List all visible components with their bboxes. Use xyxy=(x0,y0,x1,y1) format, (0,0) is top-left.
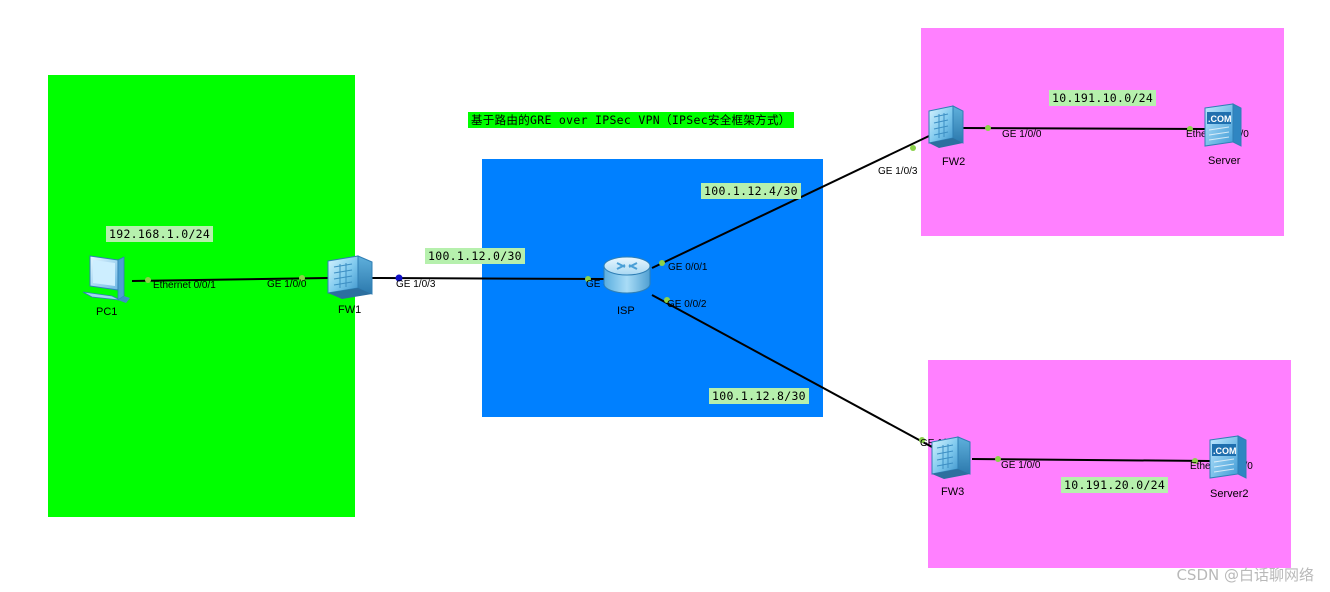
port-dot-server2-eth xyxy=(1192,458,1198,464)
link-fw2-server[interactable] xyxy=(961,127,1206,130)
firewall-icon xyxy=(928,105,964,148)
device-fw3[interactable]: FW3 xyxy=(931,436,971,498)
device-label-server: Server xyxy=(1208,155,1241,167)
port-dot-fw3-ge103 xyxy=(919,437,925,443)
port-label-fw1-ge103: GE 1/0/3 xyxy=(396,279,436,290)
pc-icon xyxy=(82,255,130,303)
device-fw2[interactable]: FW2 xyxy=(928,105,965,168)
device-fw1[interactable]: FW1 xyxy=(327,255,373,316)
device-label-fw3: FW3 xyxy=(941,486,964,498)
server-icon: .COM xyxy=(1209,435,1247,479)
server-badge: .COM xyxy=(1208,114,1232,124)
device-server[interactable]: .COM Server xyxy=(1204,103,1242,167)
firewall-icon xyxy=(931,436,971,479)
port-label-fw1-ge100: GE 1/0/0 xyxy=(267,279,307,290)
port-dot-isp-ge002 xyxy=(664,297,670,303)
device-label-pc1: PC1 xyxy=(96,306,117,318)
device-label-isp: ISP xyxy=(617,305,635,317)
port-label-isp-ge002: GE 0/0/2 xyxy=(667,299,707,310)
port-dot-server-eth xyxy=(1187,126,1193,132)
link-fw1-isp[interactable] xyxy=(371,277,605,280)
device-label-fw2: FW2 xyxy=(942,156,965,168)
port-dots xyxy=(145,125,1198,464)
port-labels: Ethernet 0/0/1 GE 1/0/0 GE 1/0/3 GE 0/0/… xyxy=(153,129,1253,472)
server-icon: .COM xyxy=(1204,103,1242,147)
port-dot-fw1-ge103 xyxy=(395,274,403,282)
diagram-title: 基于路由的GRE over IPSec VPN（IPSec安全框架方式） xyxy=(468,112,794,128)
port-dot-fw3-ge100 xyxy=(995,456,1001,462)
zone-isp xyxy=(482,159,823,417)
subnet-lan-server2: 10.191.20.0/24 xyxy=(1061,477,1169,493)
links xyxy=(131,127,1211,462)
device-label-server2: Server2 xyxy=(1210,488,1249,500)
device-label-fw1: FW1 xyxy=(338,304,361,316)
port-dot-fw1-ge100 xyxy=(299,275,305,281)
port-dot-isp-ge000 xyxy=(585,276,591,282)
subnet-link-fw1-isp: 100.1.12.0/30 xyxy=(425,248,525,264)
port-dot-pc1-eth xyxy=(145,277,151,283)
server2-badge: .COM xyxy=(1213,446,1237,456)
port-label-fw3-ge100: GE 1/0/0 xyxy=(1001,460,1041,471)
port-dot-fw2-ge100 xyxy=(985,125,991,131)
device-isp[interactable]: ISP xyxy=(603,256,651,317)
link-isp-fw3[interactable] xyxy=(651,294,933,448)
link-isp-fw2[interactable] xyxy=(651,135,930,269)
link-fw3-server2[interactable] xyxy=(971,458,1211,462)
subnet-lan-server: 10.191.10.0/24 xyxy=(1049,90,1157,106)
router-icon xyxy=(603,256,651,294)
port-dot-isp-ge001 xyxy=(659,260,665,266)
port-label-isp-ge001: GE 0/0/1 xyxy=(668,262,708,273)
firewall-icon xyxy=(327,255,373,299)
device-pc1[interactable]: PC1 xyxy=(82,255,130,318)
port-label-pc1-eth: Ethernet 0/0/1 xyxy=(153,280,216,291)
port-dot-fw2-ge103 xyxy=(910,145,916,151)
subnet-lan-pc: 192.168.1.0/24 xyxy=(106,226,214,242)
link-pc1-fw1[interactable] xyxy=(131,277,329,282)
device-server2[interactable]: .COM Server2 xyxy=(1209,435,1249,500)
subnet-link-isp-fw2: 100.1.12.4/30 xyxy=(701,183,801,199)
subnet-link-isp-fw3: 100.1.12.8/30 xyxy=(709,388,809,404)
port-label-fw2-ge103: GE 1/0/3 xyxy=(878,166,918,177)
watermark: CSDN @白话聊网络 xyxy=(1176,566,1314,584)
port-label-fw2-ge100: GE 1/0/0 xyxy=(1002,129,1042,140)
